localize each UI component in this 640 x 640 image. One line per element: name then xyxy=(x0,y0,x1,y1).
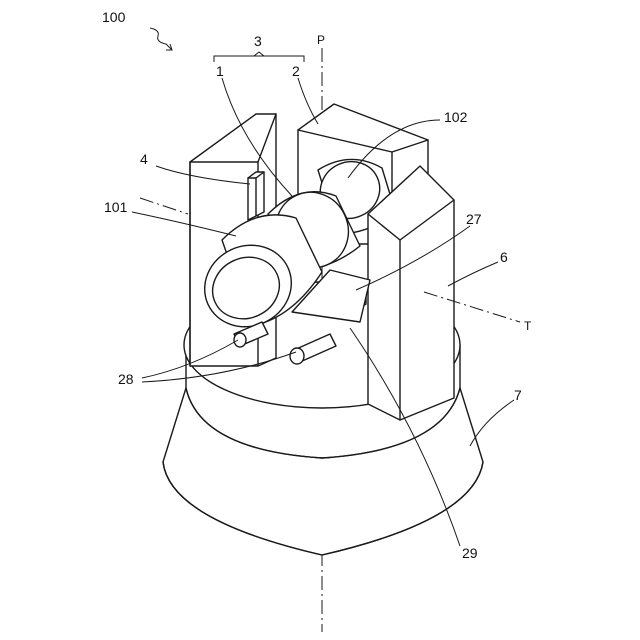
label-part-7: 7 xyxy=(514,387,522,403)
axis-t-line-left xyxy=(140,198,188,214)
label-part-4: 4 xyxy=(140,151,148,167)
label-part-2: 2 xyxy=(292,63,300,79)
label-part-29: 29 xyxy=(462,545,478,561)
label-part-101: 101 xyxy=(104,199,128,215)
group-3-bracket xyxy=(214,56,304,62)
bracket-part-4 xyxy=(248,172,264,220)
label-part-27: 27 xyxy=(466,211,482,227)
group-3-bracket-tip xyxy=(254,52,264,56)
leader-100 xyxy=(150,28,172,50)
right-support-pillar-6 xyxy=(368,166,454,420)
label-part-28: 28 xyxy=(118,371,134,387)
label-part-102: 102 xyxy=(444,109,468,125)
label-part-1: 1 xyxy=(216,63,224,79)
label-axis-t: T xyxy=(524,319,532,333)
label-assembly-100: 100 xyxy=(102,9,126,25)
label-part-6: 6 xyxy=(500,249,508,265)
label-group-3: 3 xyxy=(254,33,262,49)
leader-6 xyxy=(448,262,498,286)
label-axis-p: P xyxy=(317,33,325,47)
